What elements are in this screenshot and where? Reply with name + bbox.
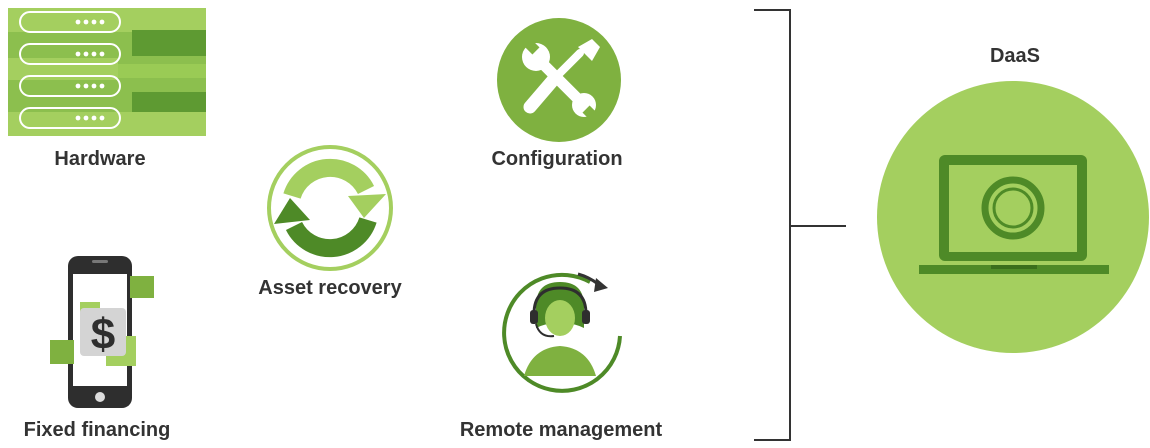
remote-management-label: Remote management — [459, 419, 663, 441]
laptop-icon — [865, 80, 1150, 380]
fixed-financing-label: Fixed financing — [23, 419, 171, 441]
server-rack-icon — [8, 8, 206, 136]
daas-label: DaaS — [989, 45, 1041, 67]
wrench-screwdriver-icon — [496, 17, 622, 143]
asset-recovery-label: Asset recovery — [258, 277, 402, 299]
support-headset-icon — [490, 262, 630, 402]
configuration-label: Configuration — [491, 148, 623, 170]
smartphone-dollar-icon: $ — [46, 252, 158, 412]
hardware-label: Hardware — [54, 148, 146, 170]
dollar-sign: $ — [91, 310, 115, 359]
recycle-arrows-icon — [266, 144, 394, 272]
bracket-connector — [750, 0, 850, 448]
